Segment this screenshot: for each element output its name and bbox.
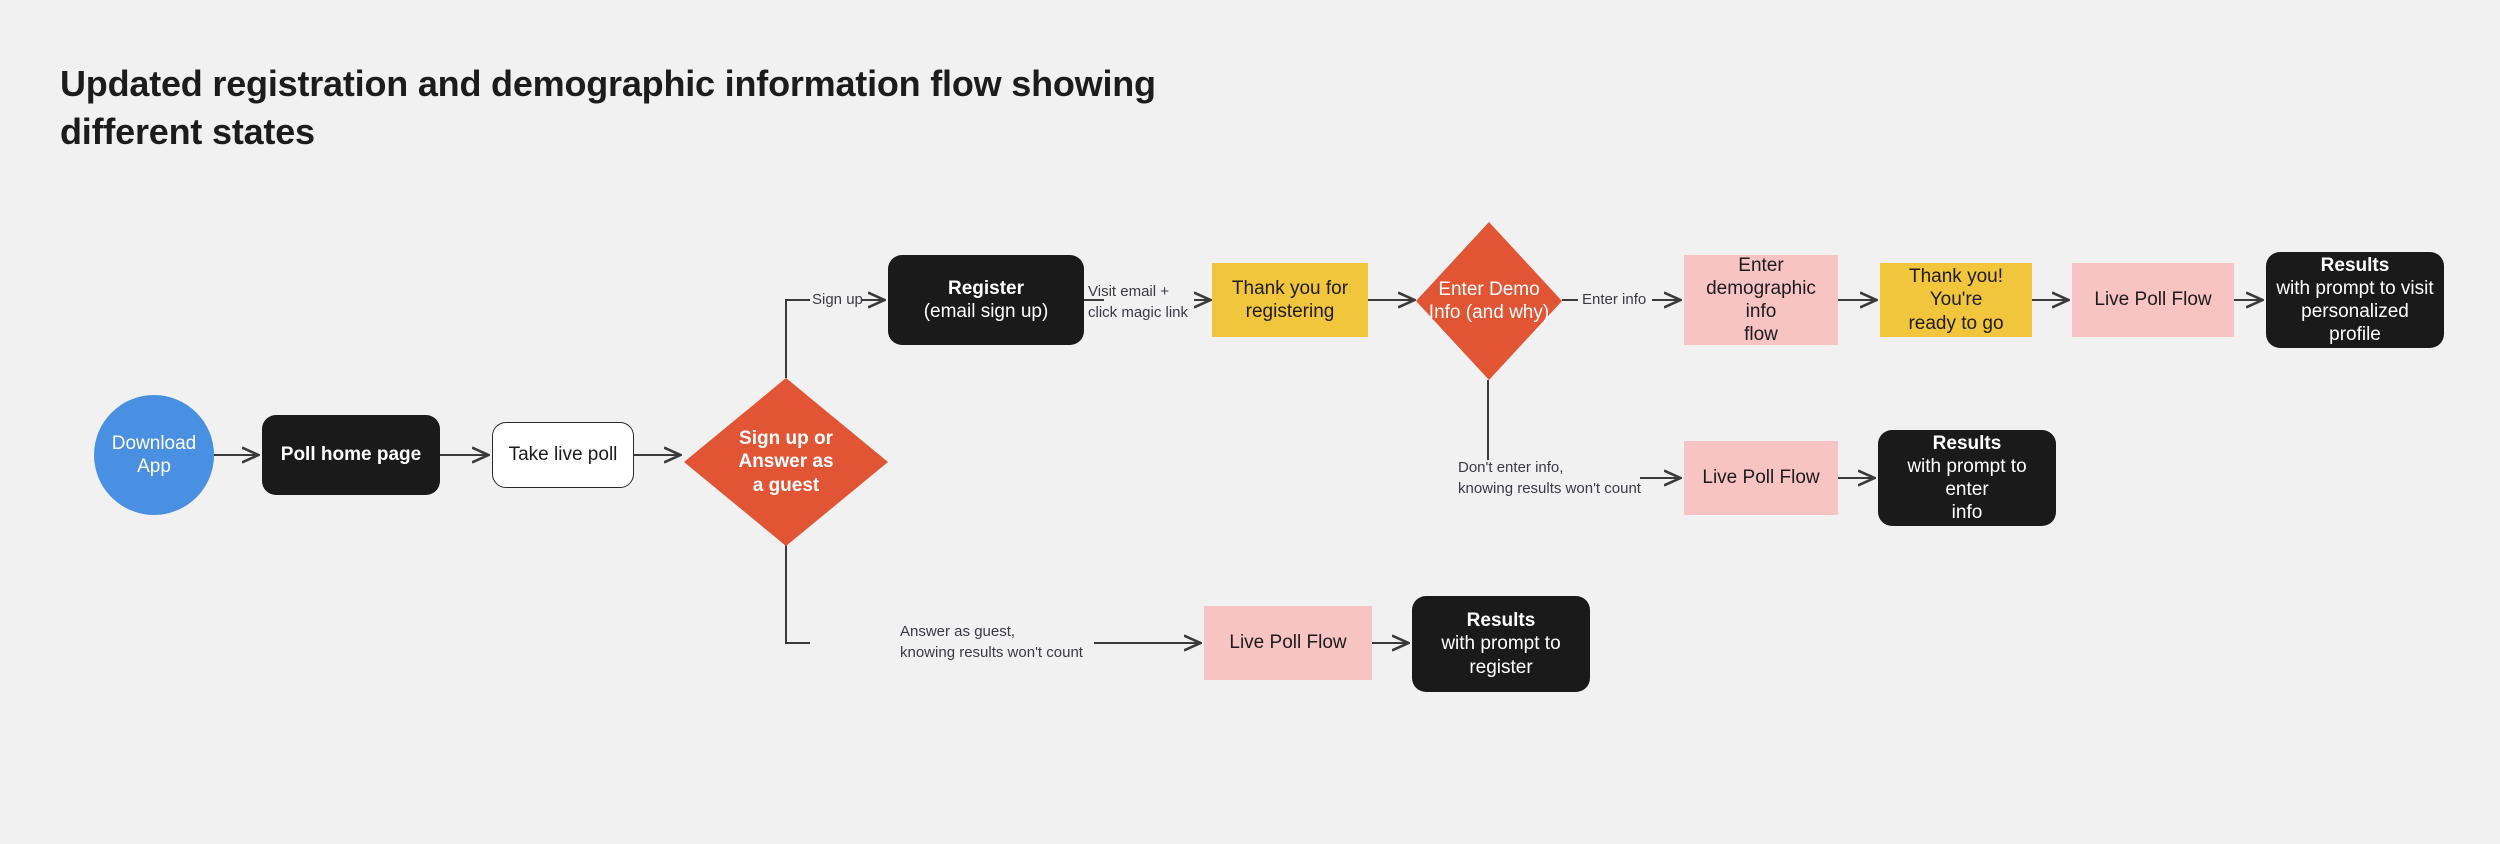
node-demographic-flow-line1: Enter	[1738, 254, 1784, 276]
node-download-app-line2: App	[137, 456, 171, 477]
node-thank-you-register-line1: Thank you for	[1231, 277, 1349, 299]
node-results-enter-info-line1: Results	[1932, 432, 2002, 454]
node-signup-or-guest[interactable]: Sign up or Answer as a guest	[684, 378, 888, 546]
node-live-poll-flow-mid-label: Live Poll Flow	[1702, 467, 1820, 489]
node-signup-or-guest-line3: a guest	[752, 474, 820, 496]
node-poll-home-page[interactable]: Poll home page	[262, 415, 440, 495]
node-demographic-flow-line3: flow	[1744, 324, 1778, 346]
edge-label-sign-up: Sign up	[812, 291, 863, 308]
node-results-profile[interactable]: Results with prompt to visit personalize…	[2266, 252, 2444, 348]
page-title: Updated registration and demographic inf…	[60, 63, 1156, 152]
node-signup-or-guest-line2: Answer as	[738, 451, 834, 473]
node-take-live-poll[interactable]: Take live poll	[492, 422, 634, 488]
node-ready-to-go[interactable]: Thank you! You're ready to go	[1880, 263, 2032, 337]
node-results-profile-line3: personalized profile	[2301, 301, 2409, 346]
node-thank-you-register-line2: registering	[1245, 301, 1335, 322]
node-demographic-flow-line2: demographic info	[1706, 277, 1816, 322]
node-results-register-line1: Results	[1466, 610, 1536, 632]
node-live-poll-flow-bot-label: Live Poll Flow	[1229, 632, 1347, 654]
node-results-register[interactable]: Results with prompt to register	[1412, 596, 1590, 692]
node-register[interactable]: Register (email sign up)	[888, 255, 1084, 345]
node-ready-to-go-line2: ready to go	[1908, 312, 2004, 334]
node-results-enter-info-line2: with prompt to enter	[1907, 455, 2027, 500]
node-results-enter-info-line3: info	[1951, 502, 1983, 524]
node-signup-or-guest-line1: Sign up or	[739, 428, 833, 450]
node-results-enter-info[interactable]: Results with prompt to enter info	[1878, 430, 2056, 526]
node-thank-you-register[interactable]: Thank you for registering	[1212, 263, 1368, 337]
node-live-poll-flow-top[interactable]: Live Poll Flow	[2072, 263, 2234, 337]
node-ready-to-go-line1: Thank you! You're	[1909, 266, 2003, 311]
node-download-app[interactable]: Download App	[94, 395, 214, 515]
node-results-register-line2: with prompt to	[1441, 633, 1561, 655]
node-download-app-line1: Download	[111, 432, 197, 454]
node-results-profile-line2: with prompt to visit	[2276, 277, 2434, 299]
node-live-poll-flow-mid[interactable]: Live Poll Flow	[1684, 441, 1838, 515]
node-enter-demo-info-line1: Enter Demo	[1438, 278, 1540, 300]
edge-label-answer-as-guest: Answer as guest, knowing results won't c…	[900, 623, 1083, 661]
node-register-line2: (email sign up)	[923, 301, 1049, 322]
edge-label-dont-enter-info: Don't enter info, knowing results won't …	[1458, 459, 1641, 497]
node-enter-demo-info[interactable]: Enter Demo Info (and why)	[1416, 222, 1562, 380]
node-poll-home-page-label: Poll home page	[280, 444, 422, 466]
node-take-live-poll-label: Take live poll	[508, 444, 618, 466]
node-live-poll-flow-bot[interactable]: Live Poll Flow	[1204, 606, 1372, 680]
node-results-profile-line1: Results	[2320, 254, 2390, 276]
edge-label-enter-info: Enter info	[1582, 291, 1647, 308]
node-demographic-flow[interactable]: Enter demographic info flow	[1684, 255, 1838, 345]
node-enter-demo-info-line2: Info (and why)	[1428, 302, 1550, 323]
node-live-poll-flow-top-label: Live Poll Flow	[2094, 289, 2212, 311]
node-register-line1: Register	[947, 277, 1025, 299]
edge-label-visit-email: Visit email + click magic link	[1088, 283, 1189, 321]
node-results-register-line3: register	[1469, 656, 1533, 678]
